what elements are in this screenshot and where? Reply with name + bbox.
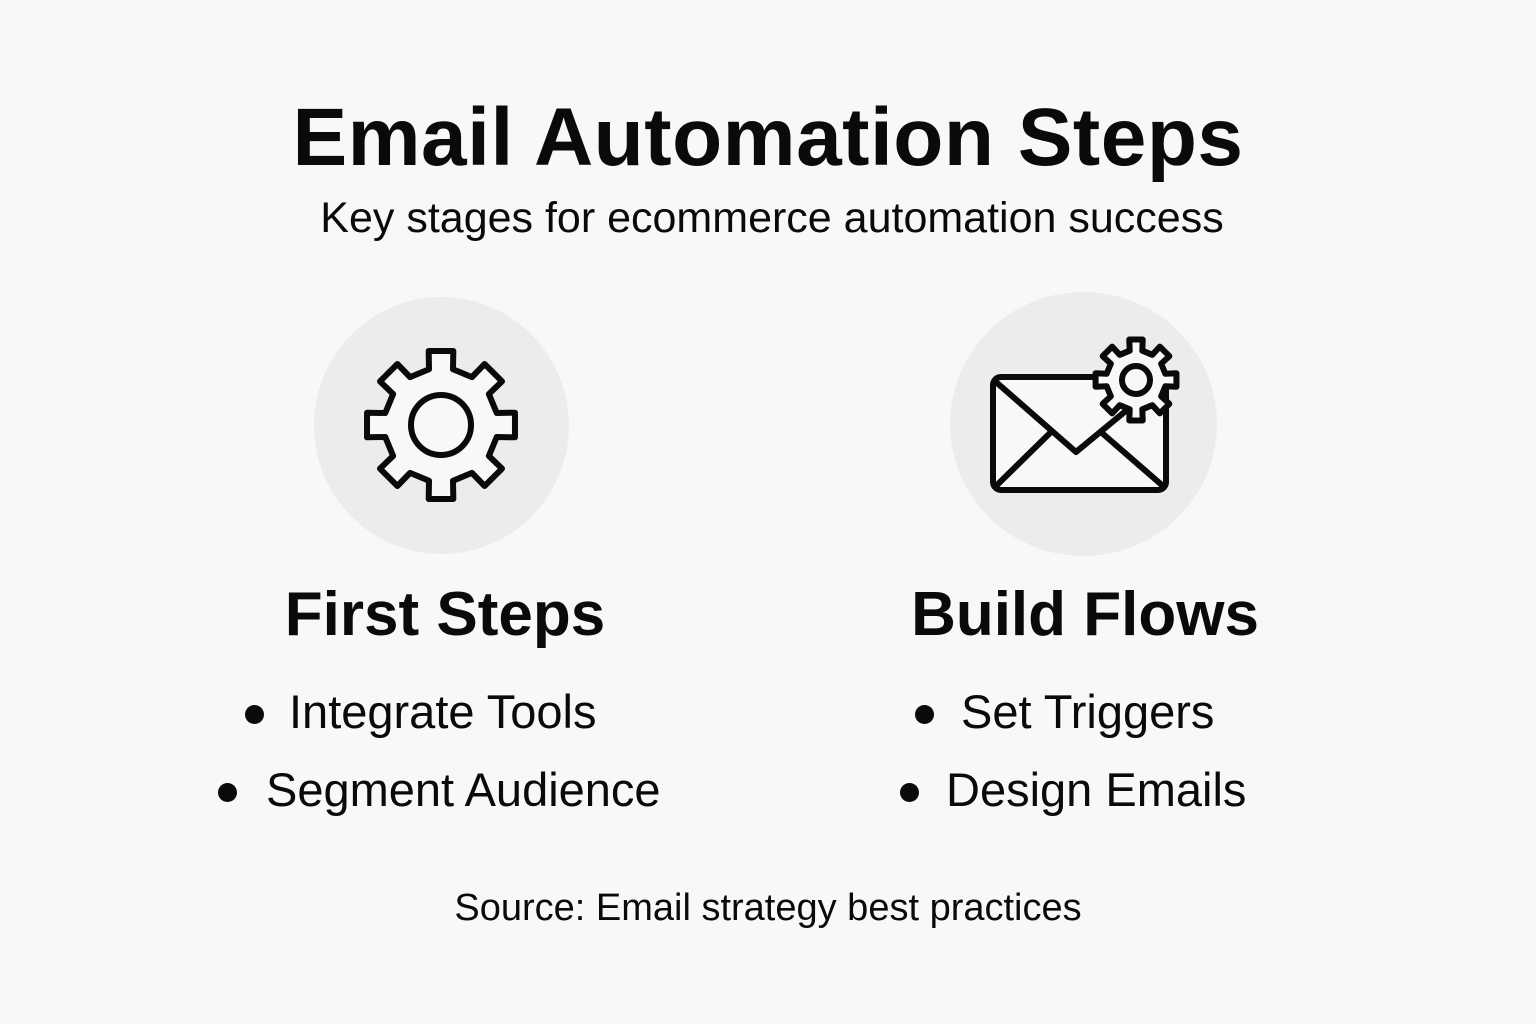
gear-icon xyxy=(364,348,518,502)
icon-circle-first-steps xyxy=(314,297,569,554)
list-item-label: Set Triggers xyxy=(961,685,1215,738)
page-subtitle: Key stages for ecommerce automation succ… xyxy=(320,194,1224,242)
list-item: Set Triggers xyxy=(915,684,1215,740)
page-title: Email Automation Steps xyxy=(292,92,1244,183)
list-item-label: Integrate Tools xyxy=(289,685,597,738)
bullet-icon xyxy=(915,705,934,724)
list-item: Design Emails xyxy=(900,762,1247,818)
list-item: Segment Audience xyxy=(218,762,661,818)
bullet-icon xyxy=(245,705,264,724)
list-item-label: Design Emails xyxy=(946,763,1247,816)
column-heading-build-flows: Build Flows xyxy=(911,580,1259,649)
source-note: Source: Email strategy best practices xyxy=(454,887,1082,929)
email-settings-icon xyxy=(990,336,1180,493)
bullet-icon xyxy=(900,783,919,802)
bullet-icon xyxy=(218,783,237,802)
icon-circle-build-flows xyxy=(950,292,1217,556)
list-item-label: Segment Audience xyxy=(266,763,661,816)
column-heading-first-steps: First Steps xyxy=(284,580,606,649)
list-item: Integrate Tools xyxy=(245,684,597,740)
